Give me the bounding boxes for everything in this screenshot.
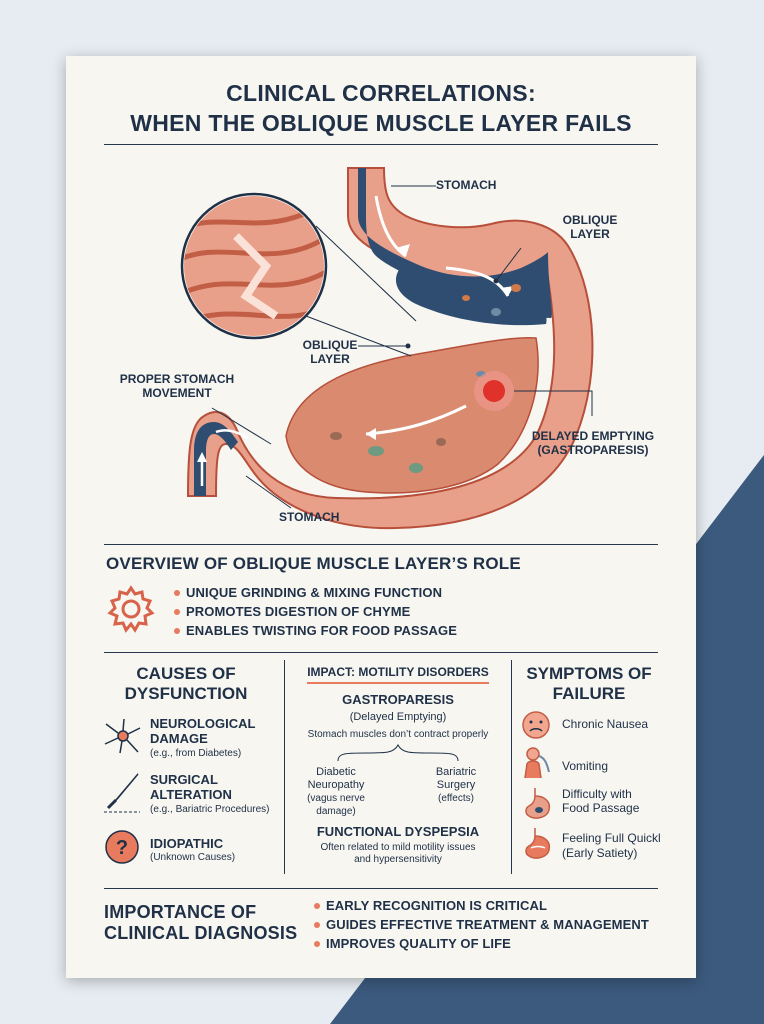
overview-heading: OVERVIEW OF OBLIQUE MUSCLE LAYER’S ROLE (106, 554, 521, 573)
importance-heading-line: IMPORTANCE OF (104, 902, 257, 922)
label-stomach-bottom: STOMACH (279, 510, 340, 524)
svg-text:?: ? (116, 837, 128, 859)
page-title: CLINICAL CORRELATIONS: WHEN THE OBLIQUE … (66, 78, 696, 138)
branch-diabetic: Diabetic Neuropathy (vagus nerve damage) (286, 766, 386, 818)
causes-heading: CAUSES OF DYSFUNCTION (124, 664, 248, 703)
title-divider (104, 144, 658, 145)
duodenum-lumen (194, 422, 238, 496)
magnified-muscle-fibers (184, 196, 324, 336)
question-icon: ? (105, 830, 139, 864)
column-divider-right (511, 660, 512, 874)
nausea-face-icon (522, 711, 550, 739)
cause-title: IDIOPATHIC (150, 836, 224, 851)
gastroparesis-desc: Stomach muscles don’t contract properly (307, 729, 489, 740)
full-stomach-icon (525, 828, 551, 859)
infographic-poster: CLINICAL CORRELATIONS: WHEN THE OBLIQUE … (66, 56, 696, 978)
neuron-icon (104, 718, 141, 754)
columns-divider (104, 652, 658, 653)
overview-bullet: PROMOTES DIGESTION OF CHYME (172, 602, 457, 621)
cause-title: NEUROLOGICAL DAMAGE (150, 716, 256, 746)
impact-heading: IMPACT: MOTILITY DISORDERS (292, 664, 504, 684)
branch-line: Neuropathy (307, 779, 365, 791)
dyspepsia-desc-1: Often related to mild motility issues (320, 842, 476, 853)
cause-sub: (e.g., Bariatric Procedures) (150, 804, 270, 815)
dyspepsia-desc-2: and hypersensitivity (354, 854, 442, 865)
title-line-2: WHEN THE OBLIQUE MUSCLE LAYER FAILS (130, 110, 632, 136)
importance-heading-line: CLINICAL DIAGNOSIS (104, 923, 298, 943)
stomach-outer-wall (186, 167, 594, 530)
importance-divider (104, 888, 658, 889)
importance-bullets: EARLY RECOGNITION IS CRITICAL GUIDES EFF… (312, 896, 649, 953)
importance-bullet: IMPROVES QUALITY OF LIFE (312, 934, 649, 953)
scalpel-icon (104, 773, 140, 813)
branch-line: Surgery (436, 779, 476, 791)
importance-bullet: GUIDES EFFECTIVE TREATMENT & MANAGEMENT (312, 915, 649, 934)
vomiting-icon (524, 747, 550, 779)
importance-heading: IMPORTANCE OF CLINICAL DIAGNOSIS (104, 902, 297, 944)
gastroparesis-title: GASTROPARESIS (342, 692, 454, 707)
branch-line: (effects) (438, 793, 474, 804)
symptom-text: Chronic Nausea (562, 717, 649, 731)
impact-heading-text: IMPACT: MOTILITY DISORDERS (307, 665, 489, 684)
symptoms-heading: SYMPTOMS OF FAILURE (526, 664, 652, 703)
stomach-inner-chyme (285, 337, 539, 494)
stomach-fundus-lumen (395, 261, 547, 326)
gastroparesis-subtitle: (Delayed Emptying) (349, 711, 447, 723)
title-line-1: CLINICAL CORRELATIONS: (226, 80, 536, 106)
branch-line: Bariatric (435, 766, 477, 778)
branch-line: (vagus nerve damage) (307, 793, 365, 817)
symptom-text: Food Passage (562, 801, 640, 815)
importance-bullet: EARLY RECOGNITION IS CRITICAL (312, 896, 649, 915)
symptom-text: Vomiting (562, 759, 609, 773)
label-proper-movement: PROPER STOMACH MOVEMENT (119, 372, 235, 400)
branch-line: Diabetic (316, 766, 356, 778)
overview-divider (104, 544, 658, 545)
delayed-emptying-marker (483, 380, 505, 402)
symptom-text: (Early Satiety) (562, 846, 638, 860)
dyspepsia-title: FUNCTIONAL DYSPEPSIA (316, 824, 480, 839)
label-oblique-layer-right: OBLIQUE LAYER (562, 213, 618, 241)
label-stomach-top: STOMACH (436, 178, 497, 192)
overview-bullet: UNIQUE GRINDING & MIXING FUNCTION (172, 583, 457, 602)
label-oblique-layer-center: OBLIQUE LAYER (302, 338, 358, 366)
stomach-diagram (180, 167, 594, 530)
symptom-text: Feeling Full Quickl (562, 831, 661, 845)
branch-bariatric: Bariatric Surgery (effects) (411, 766, 501, 805)
gear-icon (107, 585, 155, 633)
cause-sub: (e.g., from Diabetes) (150, 748, 242, 759)
cause-sub: (Unknown Causes) (150, 852, 236, 863)
cause-title: SURGICAL ALTERATION (150, 772, 232, 802)
symptom-text: Difficulty with (562, 787, 632, 801)
branch-brace (337, 743, 459, 762)
overview-bullets: UNIQUE GRINDING & MIXING FUNCTION PROMOT… (172, 583, 457, 640)
stomach-passage-icon (525, 788, 551, 819)
label-delayed-emptying: DELAYED EMPTYING (GASTROPARESIS) (531, 429, 655, 457)
column-divider-left (284, 660, 285, 874)
stomach-lumen-top (358, 168, 552, 318)
overview-bullet: ENABLES TWISTING FOR FOOD PASSAGE (172, 621, 457, 640)
